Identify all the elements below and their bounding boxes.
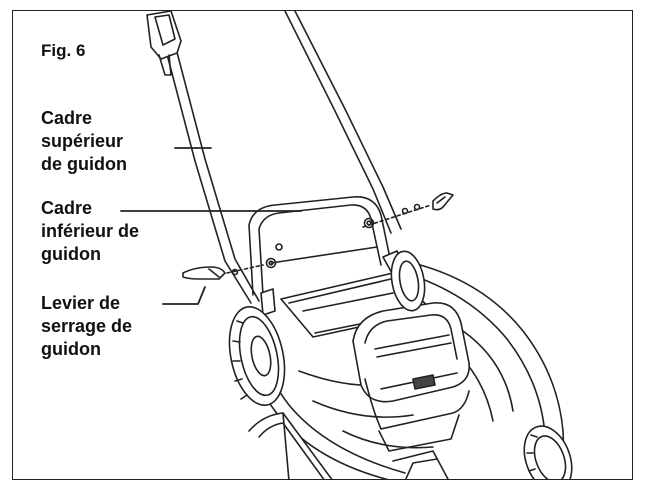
lower-handle-frame <box>248 196 392 296</box>
front-handle <box>248 412 449 479</box>
leader-lever <box>162 286 206 305</box>
upper-handle-frame <box>146 11 402 304</box>
battery-pack <box>352 302 470 452</box>
right-clamp-lever <box>362 192 454 229</box>
callout-lines <box>120 147 302 305</box>
control-box <box>146 11 182 76</box>
left-wheel <box>228 305 286 407</box>
front-wheel <box>523 425 573 479</box>
figure-title: Fig. 6 <box>41 41 86 60</box>
label-lower-handle-frame: Cadre inférieur de guidon <box>41 198 140 264</box>
label-upper-handle-frame: Cadre supérieur de guidon <box>41 108 127 174</box>
left-clamp-lever <box>182 243 283 280</box>
right-wheel <box>390 250 426 312</box>
figure-frame: Fig. 6 Cadre supérieur de guidon Cadre i… <box>12 10 633 480</box>
label-clamp-lever: Levier de serrage de guidon <box>41 293 133 359</box>
lawn-mower-drawing <box>120 11 573 479</box>
